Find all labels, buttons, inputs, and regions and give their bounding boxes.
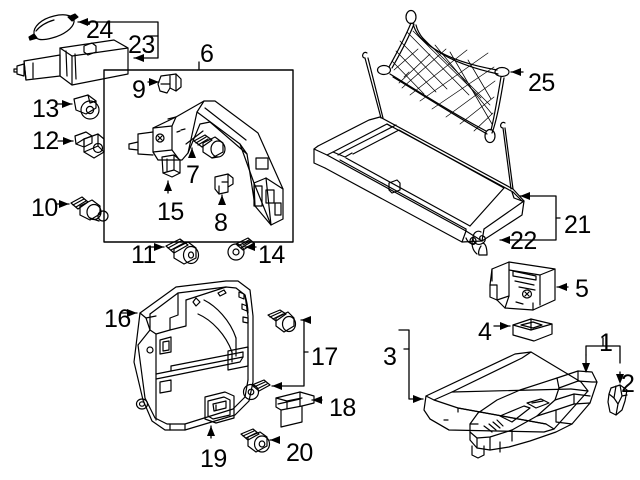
- leader-14: [244, 243, 257, 251]
- leader-25: [510, 68, 524, 76]
- part-rear-quarter-trim-panel: [133, 280, 254, 431]
- leader-17: [271, 316, 311, 390]
- part-quarter-trim-upper-frame: [128, 100, 284, 226]
- leader-19: [207, 425, 215, 439]
- callout-10: 10: [31, 194, 58, 222]
- part-clip-15: [161, 154, 181, 178]
- callout-21: 21: [564, 211, 591, 239]
- part-parcel-shelf: [313, 51, 525, 246]
- leader-16: [121, 309, 138, 317]
- part-clip-8: [214, 173, 234, 195]
- callout-11: 11: [131, 241, 156, 269]
- leader-23-24: [77, 18, 159, 62]
- leader-10: [55, 200, 70, 208]
- leader-21-22: [499, 192, 561, 244]
- callout-2: 2: [621, 370, 635, 398]
- part-cargo-floor-panel-3: [423, 351, 589, 433]
- part-side-trim-bracket: [489, 261, 556, 311]
- part-push-pin-retainer: [70, 196, 109, 222]
- callout-25: 25: [528, 69, 555, 97]
- part-screw-7: [193, 134, 226, 159]
- part-cargo-lamp-bulb: [28, 13, 79, 41]
- leader-3: [398, 329, 424, 403]
- callout-14: 14: [258, 241, 285, 269]
- part-screw-11: [165, 238, 200, 265]
- callout-13: 13: [32, 95, 59, 123]
- leader-20: [269, 436, 280, 444]
- part-floor-handle-cover-4: [512, 318, 553, 342]
- part-shelf-hook: [471, 230, 488, 256]
- leader-1-2: [582, 337, 624, 384]
- leader-7: [188, 147, 196, 158]
- part-clip-9: [157, 73, 182, 94]
- leader-12: [57, 137, 74, 145]
- callout-6: 6: [200, 40, 214, 68]
- part-screw-17-upper: [267, 309, 297, 333]
- callout-19: 19: [200, 445, 227, 473]
- callout-23: 23: [128, 31, 155, 59]
- callout-15: 15: [157, 198, 184, 226]
- leader-4: [493, 322, 511, 330]
- callout-9: 9: [132, 76, 146, 104]
- callout-22: 22: [510, 227, 537, 255]
- part-cover-strip-18: [275, 391, 315, 428]
- leader-13: [57, 100, 73, 108]
- leader-8: [218, 194, 226, 205]
- callout-5: 5: [575, 275, 589, 303]
- callout-4: 4: [478, 318, 492, 346]
- callout-20: 20: [286, 439, 313, 467]
- leader-11: [150, 243, 165, 251]
- callout-16: 16: [104, 305, 131, 333]
- part-rear-sill-plate-1: [469, 370, 598, 459]
- part-cargo-lamp-assembly: [13, 39, 129, 86]
- callout-24: 24: [86, 16, 113, 44]
- callout-8: 8: [214, 209, 228, 237]
- part-bolt-20: [240, 428, 271, 453]
- leader-18: [311, 396, 323, 404]
- callout-1: 1: [599, 329, 613, 357]
- callout-17: 17: [311, 343, 338, 371]
- part-trim-screw-cap: [73, 94, 100, 120]
- part-screw-14: [227, 237, 255, 261]
- part-screw-17-lower: [242, 379, 271, 401]
- leader-9: [147, 78, 160, 86]
- part-sill-clip-2: [607, 384, 628, 416]
- part-hook-cover-19: [204, 391, 235, 424]
- callout-3: 3: [383, 343, 397, 371]
- leader-5: [556, 283, 569, 291]
- callout-7: 7: [186, 161, 200, 189]
- part-cargo-net: [376, 9, 510, 144]
- group-box-6: [103, 61, 294, 243]
- leader-15: [164, 180, 172, 194]
- callout-18: 18: [329, 394, 356, 422]
- callout-12: 12: [32, 127, 59, 155]
